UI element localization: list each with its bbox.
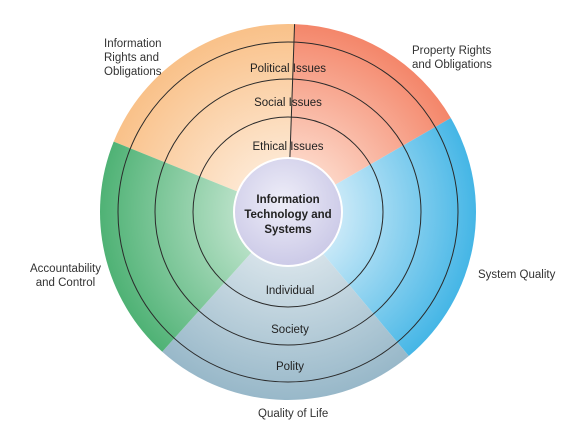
guide-ring-2 (154, 78, 422, 346)
center-label-line-2: Technology and (244, 209, 331, 221)
sector-label-system-quality: System Quality (478, 269, 556, 281)
ring-label-political-issues: Political Issues (250, 63, 326, 75)
center-hub: Information Technology and Systems (233, 157, 343, 267)
ring-label-individual: Individual (266, 285, 315, 297)
center-circle (233, 157, 343, 267)
guide-ring-3 (192, 116, 384, 308)
sector-label-quality-of-life: Quality of Life (258, 408, 329, 420)
center-label-line-3: Systems (264, 224, 311, 236)
ring-label-social-issues: Social Issues (254, 97, 322, 109)
ring-label-polity: Polity (276, 361, 304, 373)
sector-label-property-rights: Property Rights and Obligations (412, 45, 492, 71)
sector-quality-of-life (162, 212, 409, 400)
sector-system-quality (288, 118, 476, 357)
sector-property-rights (288, 24, 451, 212)
sector-label-accountability-control: Accountability and Control (30, 263, 101, 289)
ring-labels: Political Issues Social Issues Ethical I… (250, 63, 326, 373)
sector-label-information-rights: Information Rights and Obligations (104, 38, 162, 78)
center-label-line-1: Information (256, 194, 319, 206)
ring-label-society: Society (271, 324, 309, 336)
guide-ring-1 (117, 41, 459, 383)
sector-divider-line (289, 24, 296, 159)
sector-information-rights (113, 24, 295, 213)
ring-label-ethical-issues: Ethical Issues (253, 141, 324, 153)
ring-layer (117, 24, 459, 383)
